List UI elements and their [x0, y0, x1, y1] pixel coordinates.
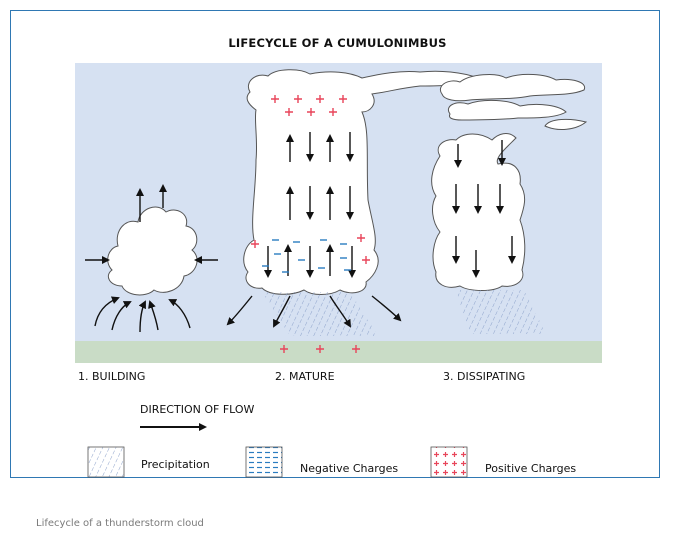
stage-label-mature: 2. MATURE [275, 370, 335, 383]
legend-negative-label: Negative Charges [300, 462, 399, 475]
flow-direction-label: DIRECTION OF FLOW [140, 403, 255, 416]
mature-positive-charges [251, 95, 370, 353]
mature-cloud [243, 69, 480, 295]
dissipating-arrows [452, 140, 516, 278]
legend-precipitation-label: Precipitation [141, 458, 210, 471]
ground-strip [75, 341, 602, 363]
mature-arrows [226, 132, 402, 328]
diagram-title: LIFECYCLE OF A CUMULONIMBUS [228, 36, 447, 50]
legend-precipitation-swatch [87, 446, 125, 478]
figure-caption: Lifecycle of a thunderstorm cloud [36, 518, 204, 529]
mature-negative-charges [262, 239, 351, 273]
stage-label-dissipating: 3. DISSIPATING [443, 370, 526, 383]
stage-label-building: 1. BUILDING [78, 370, 146, 383]
building-cloud [107, 206, 198, 296]
building-arrows [85, 184, 218, 333]
dissipating-precipitation [456, 290, 546, 334]
legend-negative-swatch [245, 446, 283, 478]
legend-positive-swatch [430, 446, 468, 478]
legend-positive-label: Positive Charges [485, 462, 577, 475]
